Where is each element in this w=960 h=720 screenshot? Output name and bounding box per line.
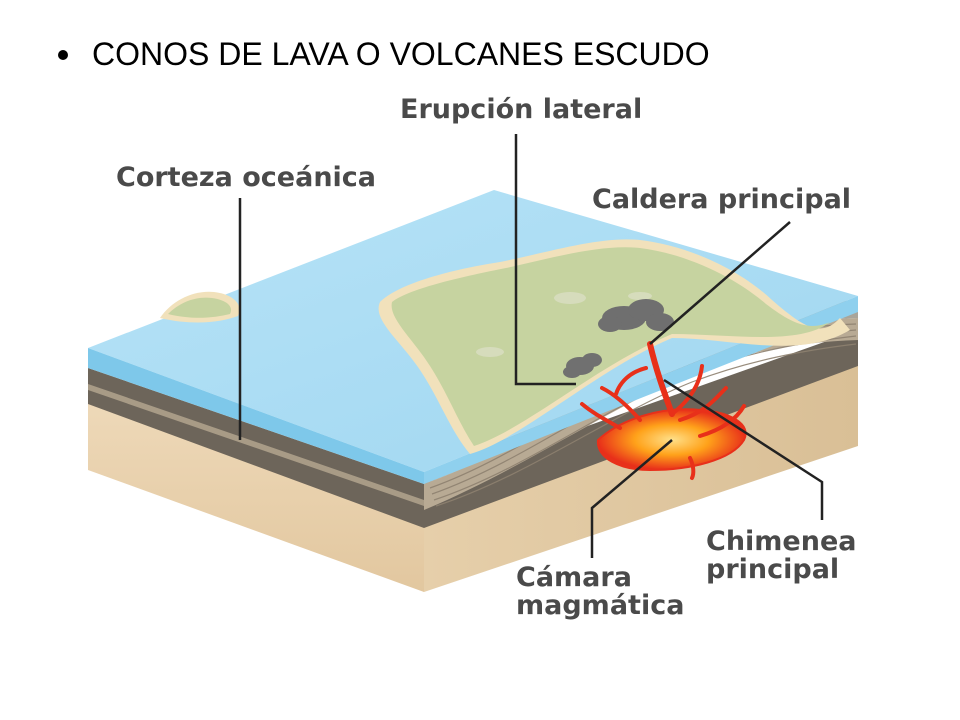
label-main-chimney-line1: Chimenea: [706, 526, 857, 557]
small-islet: [160, 291, 240, 323]
bullet-row: CONOS DE LAVA O VOLCANES ESCUDO: [58, 36, 710, 73]
diagram-labels: Erupción lateral Corteza oceánica Calder…: [116, 94, 857, 621]
magma-system: [580, 341, 747, 480]
lava-dikes: [580, 364, 746, 480]
crater-spot: [554, 292, 586, 304]
label-main-chimney-line2: principal: [706, 554, 839, 585]
label-oceanic-crust: Corteza oceánica: [116, 162, 376, 193]
leader-lateral-eruption: [514, 134, 576, 386]
crater-spot: [476, 347, 504, 357]
magma-chamber: [596, 408, 747, 472]
smoke-lateral-eruption: [563, 353, 602, 378]
label-magma-chamber-line2: magmática: [516, 590, 684, 621]
main-chimney: [647, 341, 675, 417]
leader-magma-chamber: [590, 439, 673, 558]
label-main-caldera: Caldera principal: [592, 184, 851, 215]
ocean-front-edge: [88, 348, 424, 484]
label-magma-chamber-line1: Cámara: [516, 562, 632, 593]
leader-main-chimney: [663, 378, 824, 520]
slide-bullet-text: CONOS DE LAVA O VOLCANES ESCUDO: [92, 36, 710, 72]
island-land: [391, 247, 830, 446]
smoke-main-caldera: [598, 299, 674, 332]
bullet-icon: [58, 49, 68, 60]
crater-spot: [628, 292, 652, 300]
leader-lines: [238, 134, 824, 558]
light-crust-band-front: [88, 384, 424, 506]
volcanic-island: [378, 239, 850, 454]
leader-main-caldera: [649, 221, 791, 345]
label-lateral-eruption: Erupción lateral: [400, 94, 642, 125]
